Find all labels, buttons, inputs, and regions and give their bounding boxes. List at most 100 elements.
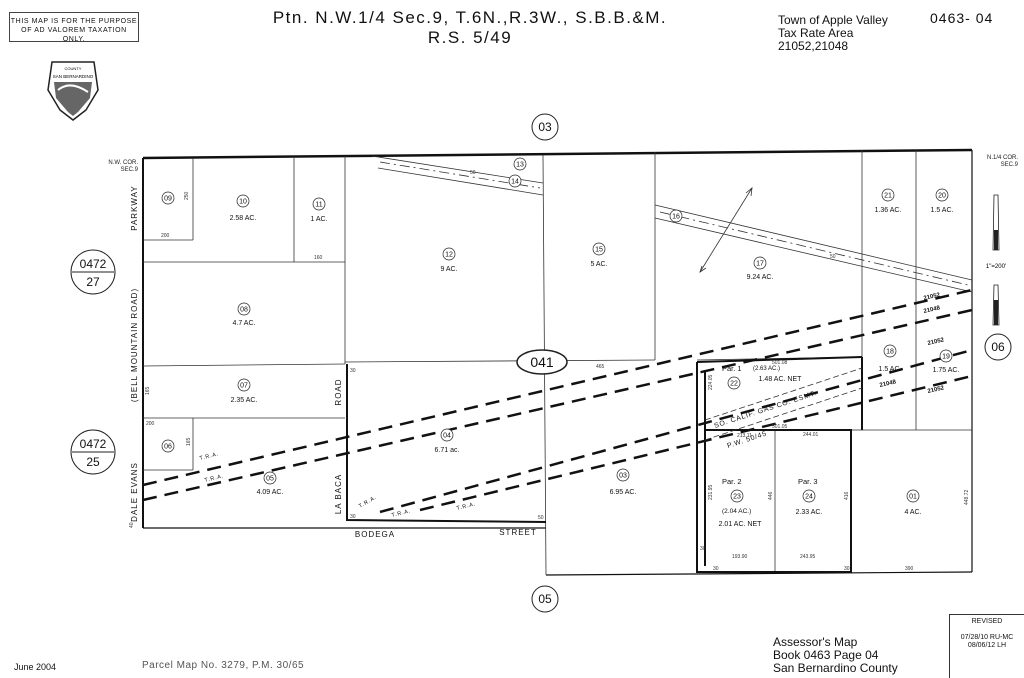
svg-text:213.11: 213.11 [737, 433, 752, 439]
bold-parcel-outline [346, 356, 863, 573]
svg-text:50: 50 [538, 515, 544, 521]
street-parkway: PARKWAY [130, 185, 139, 231]
parcel-map-labels: Par. 1 (2.63 AC.) Par. 2 (2.04 AC.) Par.… [722, 364, 818, 515]
seal-text-county: COUNTY [65, 66, 82, 71]
svg-text:165: 165 [186, 437, 192, 446]
par-2-gross: (2.04 AC.) [722, 508, 751, 515]
svg-text:04: 04 [443, 433, 451, 440]
ne-corner-label-2: SEC.9 [1001, 162, 1019, 168]
north-scale-icon: 1"=200' [986, 194, 1006, 326]
svg-text:13: 13 [516, 162, 524, 169]
gas-easement-label: SO. CALIF. GAS CO. ESMT. [713, 390, 818, 430]
scale-label: 1"=200' [986, 264, 1006, 270]
svg-text:15: 15 [595, 247, 603, 254]
svg-text:224.05: 224.05 [708, 374, 714, 390]
title-line-1: Ptn. N.W.1/4 Sec.9, T.6N.,R.3W., S.B.B.&… [272, 8, 668, 27]
parcel-23: 232.01 AC. NET [719, 489, 762, 528]
parcel-map-reference: Parcel Map No. 3279, P.M. 30/65 [142, 660, 305, 671]
tax-area-block: Town of Apple Valley 0463- 04 Tax Rate A… [778, 11, 992, 53]
title-line-2: R.S. 5/49 [427, 28, 513, 47]
par-3-label: Par. 3 [798, 477, 818, 486]
area-map-code: 0463- 04 [930, 10, 994, 26]
road-easement-lines [371, 155, 973, 293]
svg-text:390: 390 [905, 566, 914, 572]
map-title: Ptn. N.W.1/4 Sec.9, T.6N.,R.3W., S.B.B.&… [240, 8, 700, 48]
svg-text:4.7 AC.: 4.7 AC. [233, 320, 256, 327]
svg-text:231.95: 231.95 [708, 484, 714, 500]
svg-text:19: 19 [942, 354, 950, 361]
corner-labels: N.W. COR. SEC.9 N.1/4 COR. SEC.9 [108, 155, 1018, 173]
parcel-labels: 09 102.58 AC. 111 AC. 129 AC. 13 14 155 … [161, 157, 960, 528]
parcel-20: 201.5 AC. [931, 188, 954, 214]
dimension-labels: 250 200 160 165 200 165 40 30 30 465 50 … [129, 170, 970, 572]
street-dale-evans: DALE EVANS [130, 462, 139, 522]
tra-boundary-dashes [142, 288, 973, 514]
svg-text:30: 30 [350, 368, 356, 374]
svg-text:01: 01 [909, 494, 917, 501]
tra-code-3: 21052 [927, 337, 945, 347]
svg-text:244.01: 244.01 [803, 432, 819, 438]
svg-text:24: 24 [805, 494, 813, 501]
svg-text:03: 03 [619, 473, 627, 480]
book-page-reference: Assessor's Map Book 0463 Page 04 San Ber… [773, 636, 898, 675]
tra-label-1: T.R.A. [199, 451, 220, 462]
svg-text:1.5 AC.: 1.5 AC. [931, 207, 954, 214]
par-2-label: Par. 2 [722, 477, 742, 486]
svg-text:200: 200 [146, 421, 155, 427]
parcel-22: 221.48 AC. NET [727, 376, 802, 390]
book-line-3: San Bernardino County [773, 661, 898, 675]
svg-text:2.33 AC.: 2.33 AC. [796, 509, 823, 516]
svg-text:30: 30 [844, 566, 850, 572]
svg-text:30: 30 [713, 566, 719, 572]
svg-text:18: 18 [886, 349, 894, 356]
parcel-18: 18 1.5 AC. [879, 344, 902, 373]
direction-arrow-icon [699, 187, 753, 273]
parcel-13: 13 [513, 157, 527, 171]
adjacent-east-label: 06 [991, 340, 1005, 354]
svg-text:09: 09 [164, 196, 172, 203]
parcel-15: 155 AC. [590, 242, 608, 268]
adjacent-west-bottom-page: 25 [86, 455, 100, 469]
disclaimer-line-1: THIS MAP IS FOR THE PURPOSE [10, 18, 138, 25]
svg-text:30: 30 [350, 514, 356, 520]
parcel-21: 211.36 AC. [875, 188, 901, 214]
adjacent-south-label: 05 [538, 592, 552, 606]
parcel-04: 046.71 ac. [435, 428, 460, 454]
street-road: ROAD [334, 378, 343, 405]
map-date: June 2004 [14, 662, 57, 672]
street-street: STREET [499, 528, 537, 537]
svg-text:2.35 AC.: 2.35 AC. [231, 397, 258, 404]
adjacent-map-refs: 03 05 06 0472 27 0472 25 041 [70, 113, 1012, 613]
par-1-label: Par. 1 [722, 364, 742, 373]
parcel-11: 111 AC. [310, 197, 328, 223]
svg-text:2.58 AC.: 2.58 AC. [230, 215, 257, 222]
svg-text:6.95 AC.: 6.95 AC. [610, 489, 637, 496]
svg-text:501.05: 501.05 [772, 424, 788, 430]
svg-text:50: 50 [830, 254, 836, 260]
area-tax-rate-label: Tax Rate Area [778, 26, 854, 40]
svg-text:14: 14 [511, 179, 519, 186]
svg-text:21: 21 [884, 193, 892, 200]
revised-title: REVISED [971, 618, 1003, 625]
svg-text:9 AC.: 9 AC. [440, 266, 457, 273]
seal-text-name: SAN BERNARDINO [53, 74, 94, 79]
adjacent-west-top-page: 27 [86, 275, 100, 289]
tra-code-1: 21052 [923, 292, 941, 302]
area-town: Town of Apple Valley [778, 13, 888, 27]
adjacent-west-bottom-book: 0472 [80, 437, 107, 451]
area-tax-rate-codes: 21052,21048 [778, 39, 849, 53]
svg-text:1.75 AC.: 1.75 AC. [933, 367, 960, 374]
svg-text:465: 465 [596, 364, 605, 370]
tra-code-2: 21048 [923, 305, 941, 315]
svg-text:12: 12 [445, 252, 453, 259]
revised-entry-1: 07/28/10 RU-MC [960, 634, 1014, 641]
street-la-baca: LA BACA [334, 474, 343, 514]
svg-text:1.5 AC.: 1.5 AC. [879, 366, 902, 373]
svg-text:448.72: 448.72 [964, 489, 970, 505]
svg-text:416: 416 [844, 491, 850, 500]
nw-corner-label-1: N.W. COR. [108, 160, 138, 166]
tra-label-4: T.R.A. [391, 508, 412, 519]
svg-text:193.90: 193.90 [732, 554, 748, 560]
tra-label-2: T.R.A. [204, 473, 225, 484]
